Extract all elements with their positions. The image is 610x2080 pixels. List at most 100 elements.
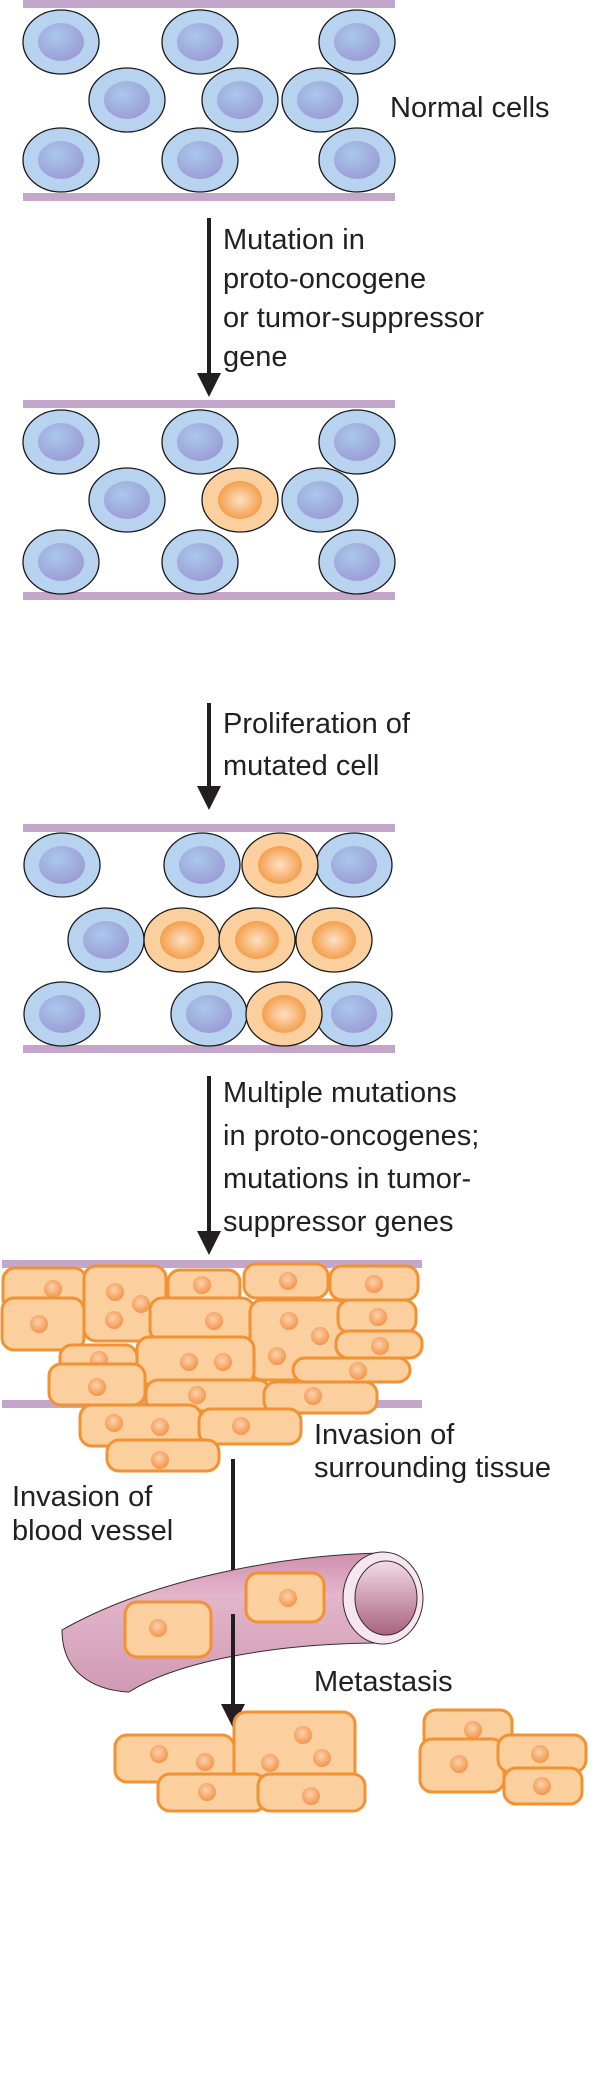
invasion-vessel-line: Invasion of — [12, 1481, 153, 1513]
normal-cell — [88, 467, 166, 533]
nucleus — [151, 1451, 169, 1469]
cancer-cell — [148, 1296, 256, 1343]
nucleus — [334, 543, 380, 581]
metastatic-cell — [496, 1733, 588, 1774]
normal-cell — [22, 409, 100, 475]
step2-line: mutated cell — [223, 750, 380, 782]
nucleus — [217, 81, 263, 119]
normal-cell — [318, 9, 396, 75]
metastatic-cell — [256, 1772, 367, 1813]
step1-line: proto-oncogene — [223, 263, 427, 295]
mutated-cell — [295, 907, 373, 973]
nucleus — [371, 1337, 389, 1355]
nucleus — [279, 1272, 297, 1290]
step3-line: mutations in tumor- — [223, 1163, 472, 1195]
nucleus — [205, 1312, 223, 1330]
normal-cell — [315, 981, 393, 1047]
normal-cell — [318, 409, 396, 475]
nucleus — [196, 1753, 214, 1771]
cancer-cell — [0, 1296, 86, 1352]
nucleus — [334, 423, 380, 461]
nucleus — [533, 1777, 551, 1795]
cancer-cell-in-vessel — [244, 1571, 326, 1624]
basement-membrane — [23, 592, 395, 600]
cell-membrane — [197, 1407, 303, 1446]
basement-membrane — [23, 824, 395, 832]
mutated-cell — [143, 907, 221, 973]
cancer-cell — [262, 1380, 379, 1415]
normal-cell — [22, 127, 100, 193]
cancer-cell — [336, 1298, 418, 1335]
nucleus — [334, 141, 380, 179]
metastatic-cell — [418, 1737, 506, 1794]
nucleus — [531, 1745, 549, 1763]
nucleus — [349, 1362, 367, 1380]
step1-line: Mutation in — [223, 224, 365, 256]
cancer-cell — [82, 1264, 168, 1343]
normal-cell — [161, 409, 239, 475]
normal-cell — [22, 9, 100, 75]
nucleus — [104, 481, 150, 519]
normal-cell — [161, 9, 239, 75]
nucleus — [186, 995, 232, 1033]
invasion-tissue-line: Invasion of — [314, 1419, 455, 1451]
nucleus — [105, 1311, 123, 1329]
normal-cell — [281, 467, 359, 533]
nucleus — [177, 141, 223, 179]
nucleus — [38, 543, 84, 581]
nucleus — [297, 81, 343, 119]
cancer-cell — [242, 1262, 330, 1300]
mutated-cell — [218, 907, 296, 973]
normal-cell — [88, 67, 166, 133]
nucleus — [188, 1386, 206, 1404]
metastatic-cell — [502, 1766, 584, 1806]
nucleus — [218, 481, 262, 519]
normal-cell — [161, 529, 239, 595]
normal-cell — [23, 832, 101, 898]
nucleus — [38, 141, 84, 179]
nucleus — [106, 1283, 124, 1301]
metastatic-cell — [156, 1772, 268, 1813]
nucleus — [279, 1589, 297, 1607]
nucleus — [83, 921, 129, 959]
cell-membrane — [123, 1600, 213, 1659]
nucleus — [105, 1414, 123, 1432]
mutated-cell — [201, 467, 279, 533]
normal-cell — [318, 529, 396, 595]
cell-membrane — [148, 1296, 256, 1343]
nucleus — [331, 995, 377, 1033]
nucleus — [258, 846, 302, 884]
arrow-head — [221, 1704, 245, 1728]
nucleus — [39, 846, 85, 884]
cancer-cell — [135, 1335, 256, 1386]
nucleus — [30, 1315, 48, 1333]
nucleus — [38, 23, 84, 61]
nucleus — [313, 1749, 331, 1767]
mutated-cell — [245, 981, 323, 1047]
nucleus — [179, 846, 225, 884]
nucleus — [104, 81, 150, 119]
nucleus — [177, 23, 223, 61]
normal-cell — [315, 832, 393, 898]
step1-line: or tumor-suppressor — [223, 302, 485, 334]
nucleus — [177, 423, 223, 461]
nucleus — [198, 1783, 216, 1801]
nucleus — [268, 1347, 286, 1365]
mutated-cell — [241, 832, 319, 898]
nucleus — [151, 1418, 169, 1436]
nucleus — [261, 1754, 279, 1772]
metastatic-cell — [232, 1710, 357, 1788]
nucleus — [294, 1726, 312, 1744]
nucleus — [177, 543, 223, 581]
cancer-cell-in-vessel — [123, 1600, 213, 1659]
step3-line: Multiple mutations — [223, 1077, 457, 1109]
normal-cell — [22, 529, 100, 595]
step3-line: suppressor genes — [223, 1206, 454, 1238]
normal-cell — [318, 127, 396, 193]
nucleus — [369, 1308, 387, 1326]
step1-line: gene — [223, 341, 288, 373]
nucleus — [193, 1276, 211, 1294]
invasion-vessel-line: blood vessel — [12, 1515, 174, 1547]
arrow-head — [197, 1231, 221, 1255]
nucleus — [365, 1275, 383, 1293]
